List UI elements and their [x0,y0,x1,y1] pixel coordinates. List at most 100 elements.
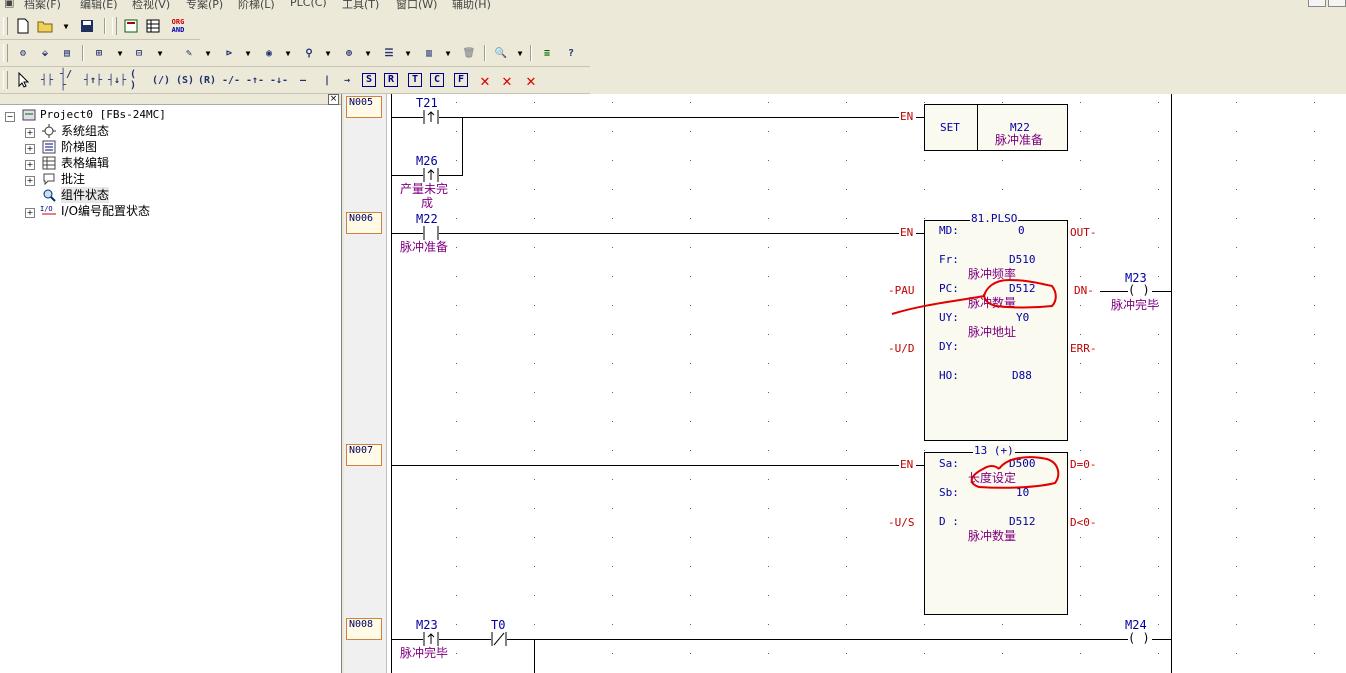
save-icon[interactable] [78,17,96,35]
coil-m24[interactable]: ( ) [1128,631,1150,645]
coil-out-icon[interactable]: ( ) [130,69,137,91]
contact-t0-nc[interactable] [490,632,508,646]
contact-m26-up[interactable] [422,168,440,182]
network-label-n007[interactable]: N007 [346,444,382,466]
close-tree-button[interactable]: × [328,94,339,105]
menu-help[interactable]: 辅助(H) [452,0,491,11]
coil-set-icon[interactable]: (S) [175,74,195,86]
list-dropdown-icon[interactable]: ▼ [405,48,411,58]
chart-icon[interactable]: ▥ [425,47,433,59]
pulse-up-icon[interactable]: -↑- [245,74,265,86]
menu-project[interactable]: 专案(P) [186,0,224,11]
tree-expand-icon[interactable]: + [25,160,35,170]
chart-dropdown-icon[interactable]: ▼ [445,48,451,58]
help-icon[interactable]: ? [567,47,575,59]
red-annotation-pc [891,278,1057,315]
plso-function-box[interactable] [924,220,1068,441]
tree-collapse-icon[interactable]: − [5,112,15,122]
func-s-button[interactable]: S [360,71,378,89]
zoom-dropdown-icon[interactable]: ▼ [517,48,523,58]
inverse-icon[interactable]: -/- [221,74,241,86]
func-c-button[interactable]: C [428,71,446,89]
menu-window[interactable]: 窗口(W) [396,0,438,11]
menu-edit[interactable]: 编辑(E) [80,0,118,11]
delete-col-icon[interactable]: ✕ [526,70,536,90]
table-view-icon[interactable] [144,17,162,35]
monitor-icon[interactable]: ▤ [63,47,71,59]
find-icon[interactable]: ⊞ [95,47,103,59]
coil-reset-icon[interactable]: (R) [197,74,217,86]
menu-ladder[interactable]: 阶梯(L) [238,0,275,11]
tree-root[interactable]: Project0 [FBs-24MC] [40,108,166,121]
network-label-n006[interactable]: N006 [346,212,382,234]
trash-icon[interactable]: 🗑 [462,47,476,59]
plc-connect-icon[interactable]: ⚙ [19,47,27,59]
coil-m23[interactable]: ( ) [1128,283,1150,297]
list-icon[interactable]: ☰ [384,47,394,59]
contact-t21-up[interactable] [422,110,440,124]
ladder-view-icon[interactable] [122,17,140,35]
minimize-button[interactable]: – [1308,0,1326,7]
tree-item-system-config[interactable]: 系统组态 [61,124,110,138]
run-dropdown-icon[interactable]: ▼ [245,48,251,58]
delete-icon[interactable]: ✕ [480,70,490,90]
menu-plc[interactable]: PLC(C) [290,0,327,9]
status-dropdown-icon[interactable]: ▼ [285,48,291,58]
compare-dropdown-icon[interactable]: ▼ [157,48,163,58]
menu-app-icon[interactable]: ▣ [4,0,15,9]
run-icon[interactable]: ⊳ [225,47,233,59]
contact-b-icon[interactable]: ┤/├ [60,69,73,91]
contact-up-icon[interactable]: ┤↑├ [83,74,103,86]
network-label-n008[interactable]: N008 [346,618,382,640]
set-function-box[interactable] [924,104,1068,151]
add-title: 13 (+) [973,444,1015,457]
ladder-editor[interactable]: N005 T21 M26 产量未完 成 EN SET M22 脉冲准备 N006… [344,94,1346,673]
tree-item-io-config[interactable]: I/O编号配置状态 [61,204,151,218]
edit-mode-icon[interactable]: ✎ [185,47,193,59]
find-dropdown-icon[interactable]: ▼ [117,48,123,58]
func-t-button[interactable]: T [406,71,424,89]
tree-item-comments[interactable]: 批注 [61,172,86,186]
arrow-icon[interactable]: → [343,74,351,86]
pointer-icon[interactable] [14,71,32,89]
restore-button[interactable]: ❐ [1328,0,1346,7]
tree-expand-icon[interactable]: + [25,176,35,186]
open-dropdown-icon[interactable]: ▼ [63,21,69,31]
delete-row-icon[interactable]: ✕ [502,70,512,90]
tree-expand-icon[interactable]: + [25,208,35,218]
func-r-button[interactable]: R [382,71,400,89]
search-icon[interactable]: ⚲ [305,47,313,59]
zoom-icon[interactable]: 🔍 [494,47,508,59]
add-function-box[interactable] [924,452,1068,615]
vline-icon[interactable]: | [323,74,331,86]
tree-item-table-edit[interactable]: 表格编辑 [61,156,110,170]
contact-m23-up[interactable] [422,632,440,646]
search-dropdown-icon[interactable]: ▼ [325,48,331,58]
tree-expand-icon[interactable]: + [25,128,35,138]
edit-dropdown-icon[interactable]: ▼ [205,48,211,58]
contact-a-icon[interactable]: ┤├ [40,74,54,86]
download-icon[interactable]: ⬙ [41,47,49,59]
tree-item-component-status[interactable]: 组件状态 [61,187,110,203]
contact-down-icon[interactable]: ┤↓├ [107,74,127,86]
comment-icon[interactable]: ≡ [543,47,551,59]
network-label-n005[interactable]: N005 [346,96,382,118]
pulse-down-icon[interactable]: -↓- [269,74,289,86]
tree-item-ladder[interactable]: 阶梯图 [61,140,98,154]
contact-m22[interactable] [422,226,440,240]
tree-expand-icon[interactable]: + [25,144,35,154]
menu-file[interactable]: 档案(F) [24,0,61,11]
menu-view[interactable]: 检视(V) [132,0,171,11]
menu-tools[interactable]: 工具(T) [342,0,380,11]
open-folder-icon[interactable] [36,17,54,35]
io-icon[interactable]: ⊕ [345,47,353,59]
coil-inverse-icon[interactable]: (/) [151,74,171,86]
add-deq-pin: D=0- [1070,458,1097,471]
new-file-icon[interactable] [14,17,32,35]
hline-icon[interactable]: — [299,74,307,86]
func-f-button[interactable]: F [452,71,470,89]
compare-icon[interactable]: ⊟ [135,47,143,59]
io-dropdown-icon[interactable]: ▼ [365,48,371,58]
status-icon[interactable]: ◉ [265,47,273,59]
